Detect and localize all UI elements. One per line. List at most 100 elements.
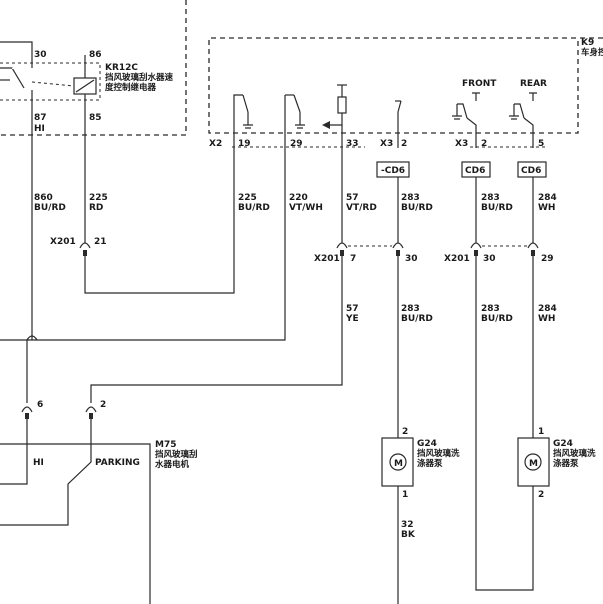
wire-225b-num: 225 — [238, 193, 257, 203]
pump-left-pin-bottom: 1 — [402, 490, 408, 500]
connector-x3b: X3 — [455, 139, 468, 149]
wire-284b-num: 284 — [538, 304, 557, 314]
relay-name-line1: 挡风玻璃刮水器速 — [105, 72, 174, 83]
wire-220 — [0, 95, 286, 341]
x201-connector-21 — [79, 242, 91, 256]
x201-connector-30b — [470, 242, 482, 256]
m75-parking-label: PARKING — [95, 458, 140, 468]
x201-pin-21: 21 — [94, 237, 107, 247]
wire-225a-color: RD — [89, 203, 103, 213]
wire-57b-num: 57 — [346, 304, 359, 314]
x201-pin-29: 29 — [541, 254, 554, 264]
relay-pin-86: 86 — [89, 50, 102, 60]
k9-pin-2b: 2 — [481, 139, 487, 149]
pump-left-id: G24 — [417, 439, 437, 449]
k9-boundary — [208, 37, 603, 134]
wire-284b-color: WH — [538, 314, 555, 324]
wire-220-color: VT/WH — [289, 203, 323, 213]
wire-283-lower-b — [475, 256, 534, 591]
x201-pin-7: 7 — [350, 254, 356, 264]
relay-name-line2: 度控制继电器 — [105, 82, 157, 93]
wire-220-num: 220 — [289, 193, 308, 203]
wire-32-num: 32 — [401, 520, 414, 530]
pump-right-motor-symbol — [524, 453, 542, 471]
k9-switch-front — [452, 92, 480, 148]
pump-right-pin-top: 1 — [538, 427, 544, 437]
wire-283b-color: BU/RD — [481, 203, 513, 213]
wire-284a-color: WH — [538, 203, 555, 213]
k9-id: K9 — [581, 38, 594, 48]
wire-283c-color: BU/RD — [401, 314, 433, 324]
relay-pin-85: 85 — [89, 113, 102, 123]
m75-name-line2: 水器电机 — [154, 459, 190, 470]
relay-pin-87-label: HI — [34, 124, 45, 134]
pump-left-motor-symbol — [389, 453, 407, 471]
pump-right-m: M — [529, 459, 538, 469]
m75-pin-2: 2 — [100, 400, 106, 410]
wire-283a-num: 283 — [401, 193, 420, 203]
pump-left-pin-top: 2 — [402, 427, 408, 437]
m75-outline — [0, 443, 151, 604]
connector-x2: X2 — [209, 139, 222, 149]
cd6-b-label: CD6 — [465, 166, 485, 176]
pump-left-name-line1: 挡风玻璃洗 — [417, 448, 460, 459]
k9-switch-19 — [233, 94, 253, 129]
wire-283c-num: 283 — [401, 304, 420, 314]
k9-pin-2-circuit — [395, 100, 402, 148]
x201-connector-30a — [392, 242, 404, 256]
relay-id: KR12C — [105, 63, 138, 73]
k9-pin-33: 33 — [346, 139, 359, 149]
wire-283d-num: 283 — [481, 304, 500, 314]
m75-hi-line — [0, 419, 28, 485]
relay-kr12c-boundary — [0, 0, 187, 136]
x201-connector-7 — [336, 242, 348, 256]
cd6-c-label: CD6 — [521, 166, 541, 176]
cd6-box-c — [517, 161, 547, 178]
wire-57a-num: 57 — [346, 193, 359, 203]
wire-284a-num: 284 — [538, 193, 557, 203]
m75-id: M75 — [155, 440, 176, 450]
m75-pin-6: 6 — [37, 400, 43, 410]
pump-left-name-line2: 涤器泵 — [417, 458, 443, 469]
wire-283a-color: BU/RD — [401, 203, 433, 213]
switch-rear-label: REAR — [520, 79, 547, 89]
x201-label-mid: X201 — [314, 254, 340, 264]
cd6-a-label: -CD6 — [381, 166, 405, 176]
k9-switch-29 — [285, 94, 305, 129]
pump-left-m: M — [394, 459, 403, 469]
wire-225a-num: 225 — [89, 193, 108, 203]
k9-name: 车身控 — [581, 47, 603, 58]
pump-right-name-line2: 涤器泵 — [553, 458, 579, 469]
cd6-box-a — [376, 161, 410, 178]
x201-connector-29 — [527, 242, 539, 256]
wire-crossover — [26, 335, 38, 341]
k9-pin-2a: 2 — [401, 139, 407, 149]
x201-label-right: X201 — [444, 254, 470, 264]
relay-kr12c — [0, 41, 101, 110]
pump-right-name-line1: 挡风玻璃洗 — [553, 448, 596, 459]
wire-225b-color: BU/RD — [238, 203, 270, 213]
wire-225-lower — [84, 103, 235, 294]
x201-pin-30a: 30 — [405, 254, 418, 264]
wire-860-num: 860 — [34, 193, 53, 203]
pump-right-id: G24 — [553, 439, 573, 449]
wire-57b-color: YE — [345, 314, 359, 324]
k9-pin-19: 19 — [238, 139, 251, 149]
m75-hi-label: HI — [33, 458, 44, 468]
x201-label-left: X201 — [50, 237, 76, 247]
x201-pin-30b: 30 — [483, 254, 496, 264]
k9-pin-33-circuit — [322, 84, 347, 129]
k9-switch-rear — [509, 92, 537, 148]
wire-283d-color: BU/RD — [481, 314, 513, 324]
wire-57-lower — [90, 256, 343, 403]
wire-860-color: BU/RD — [34, 203, 66, 213]
m75-name-line1: 挡风玻璃刮 — [155, 449, 198, 460]
wire-283b-num: 283 — [481, 193, 500, 203]
pullup-resistor — [337, 96, 347, 114]
m75-connector-2 — [85, 406, 97, 419]
m75-connector-6 — [21, 406, 33, 419]
wire-32-color: BK — [401, 530, 416, 540]
relay-pin-30: 30 — [34, 50, 47, 60]
